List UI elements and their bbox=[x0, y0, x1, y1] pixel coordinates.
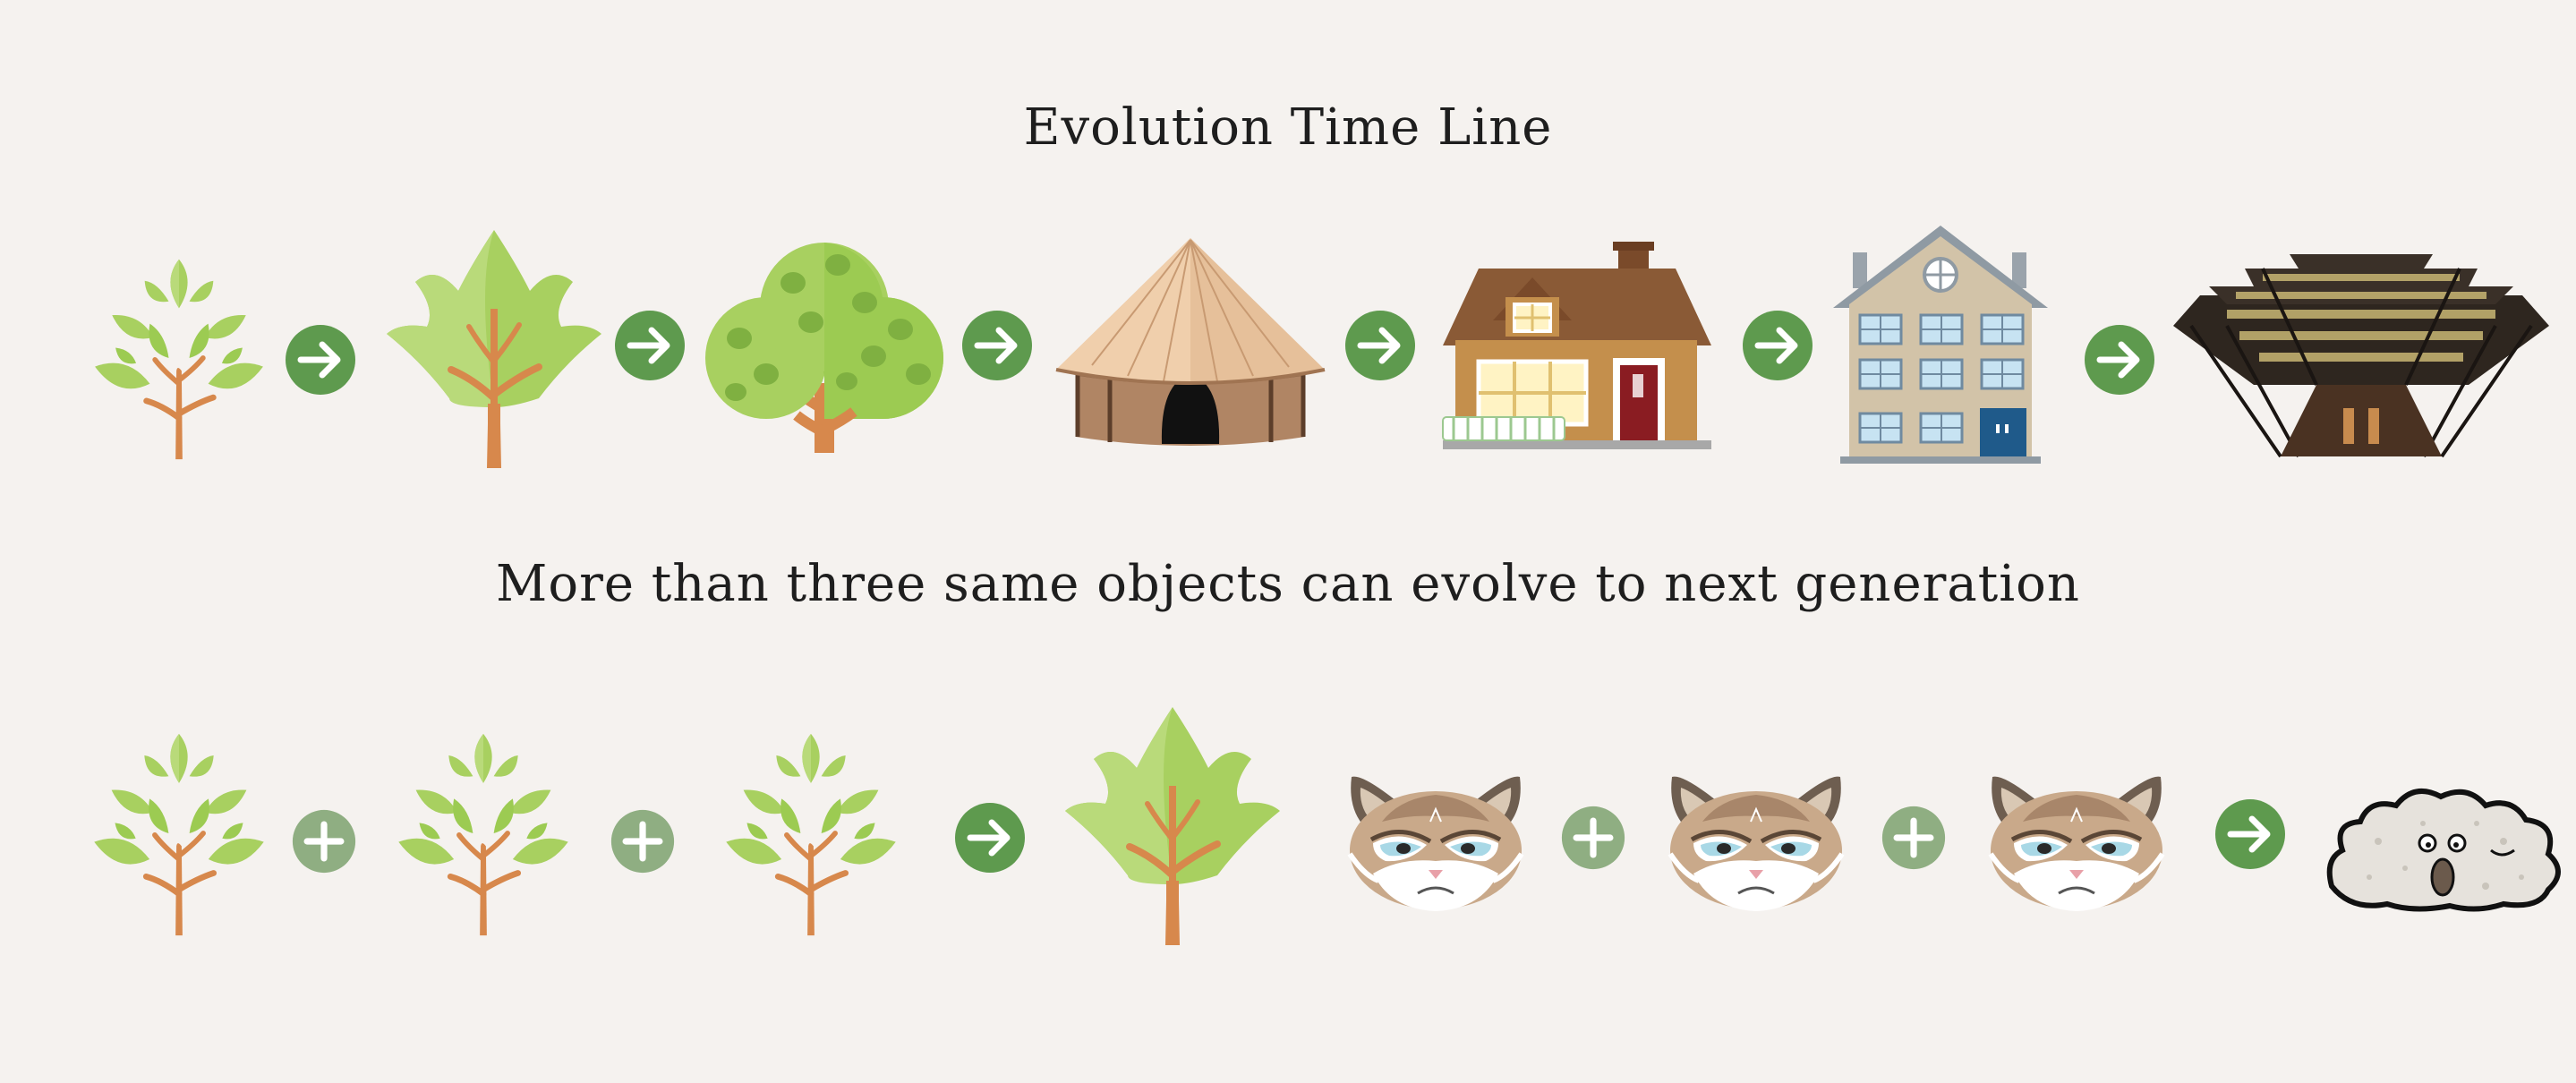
grumpy-cat-icon bbox=[1667, 768, 1846, 911]
plus-icon bbox=[292, 809, 356, 874]
timeline-heading: Evolution Time Line bbox=[1023, 98, 1553, 157]
arrow-right-icon bbox=[614, 310, 686, 381]
sapling-icon bbox=[721, 729, 900, 937]
library-building-icon bbox=[2173, 254, 2549, 458]
plus-icon bbox=[610, 809, 675, 874]
plus-icon bbox=[1561, 806, 1625, 870]
plus-icon bbox=[1881, 806, 1946, 870]
arrow-right-icon bbox=[2084, 324, 2155, 396]
arrow-right-icon bbox=[954, 802, 1026, 874]
arrow-right-icon bbox=[1344, 310, 1416, 381]
arrow-right-icon bbox=[961, 310, 1033, 381]
sapling-icon bbox=[90, 729, 269, 937]
leafy-tree-icon bbox=[387, 228, 601, 470]
grumpy-cat-icon bbox=[1346, 768, 1525, 911]
grumpy-cat-icon bbox=[1987, 768, 2166, 911]
rock-icon bbox=[2322, 779, 2569, 913]
round-tree-icon bbox=[704, 240, 945, 455]
merge-rule-heading: More than three same objects can evolve … bbox=[496, 555, 2080, 613]
leafy-tree-icon bbox=[1065, 705, 1280, 947]
sapling-icon bbox=[90, 255, 269, 461]
apartment-building-icon bbox=[1833, 226, 2048, 464]
arrow-right-icon bbox=[1742, 310, 1813, 381]
arrow-right-icon bbox=[285, 324, 356, 396]
sapling-icon bbox=[394, 729, 573, 937]
arrow-right-icon bbox=[2214, 798, 2286, 870]
house-icon bbox=[1442, 242, 1711, 449]
hut-icon bbox=[1055, 238, 1326, 446]
